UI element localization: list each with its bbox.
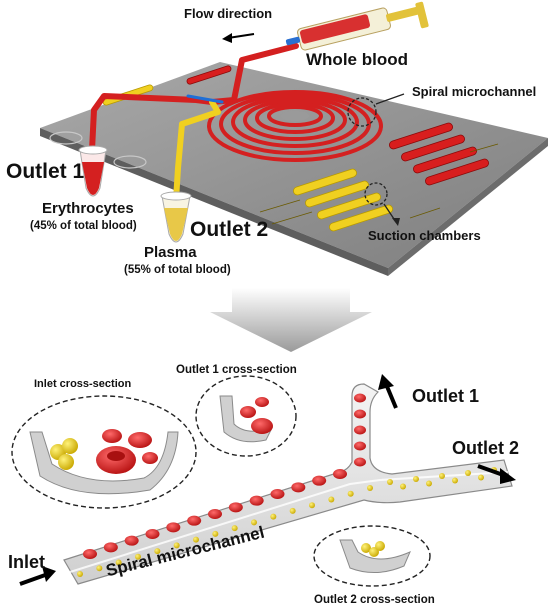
plasma-particle bbox=[77, 571, 83, 577]
outlet2-bottom-label: Outlet 2 bbox=[452, 438, 520, 458]
erythrocyte-cell bbox=[270, 489, 285, 499]
plasma-particle bbox=[270, 513, 277, 520]
plasma-particle bbox=[328, 496, 335, 503]
plasma-label: Plasma bbox=[144, 244, 197, 261]
erythrocyte-cell bbox=[249, 495, 264, 506]
transition-arrow bbox=[70, 274, 510, 352]
plasma-particle bbox=[96, 565, 103, 572]
whole-blood-label: Whole blood bbox=[306, 50, 408, 69]
plasma-particle bbox=[400, 483, 406, 490]
erythrocyte-cell bbox=[354, 441, 366, 451]
plasma-particle bbox=[367, 485, 373, 491]
erythrocyte-cell bbox=[83, 549, 97, 559]
outlet1-top-label: Outlet 1 bbox=[6, 160, 85, 183]
inlet-cross-section-view bbox=[11, 395, 197, 509]
erythrocyte-cell bbox=[354, 409, 366, 419]
syringe-icon bbox=[285, 1, 429, 51]
erythrocyte-cell bbox=[187, 515, 202, 526]
spiral-callout bbox=[347, 93, 405, 127]
plasma-particle bbox=[212, 530, 219, 537]
erythrocyte-cell bbox=[354, 425, 366, 435]
plasma-particle bbox=[135, 553, 141, 560]
outlet2-arrow-icon bbox=[477, 464, 516, 484]
erythrocyte-cell bbox=[166, 522, 181, 533]
plasma-particle bbox=[439, 473, 445, 479]
plasma-particle bbox=[347, 490, 354, 497]
spiral-microchannel-top-label: Spiral microchannel bbox=[412, 84, 537, 99]
erythrocyte-cell bbox=[208, 509, 222, 519]
suction-callout bbox=[364, 182, 400, 226]
erythrocytes-label: Erythrocytes bbox=[42, 200, 134, 217]
outlet1-cross-section-label: Outlet 1 cross-section bbox=[176, 364, 297, 376]
outlet1-arrow-icon bbox=[378, 374, 398, 409]
plasma-particle bbox=[452, 477, 458, 484]
plasma-particle bbox=[193, 536, 199, 543]
plasma-particle bbox=[231, 525, 238, 532]
flow-direction-label: Flow direction bbox=[184, 6, 273, 21]
suction-chambers-label: Suction chambers bbox=[368, 228, 481, 243]
plasma-particle bbox=[413, 476, 419, 482]
plasma-particle bbox=[251, 519, 257, 526]
erythrocyte-cell bbox=[312, 475, 327, 486]
plasma-particle bbox=[387, 479, 393, 485]
erythrocyte-cell bbox=[145, 529, 160, 539]
outlet2-top-label: Outlet 2 bbox=[190, 218, 269, 241]
flow-direction-arrow-icon bbox=[222, 33, 255, 43]
spiral-center bbox=[281, 111, 309, 121]
suction-chambers-red bbox=[186, 65, 489, 186]
inlet-label: Inlet bbox=[8, 552, 46, 572]
tube-holders bbox=[49, 131, 147, 169]
tubing bbox=[89, 43, 299, 203]
plasma-particle bbox=[173, 542, 180, 549]
outlet1-cross-section-view bbox=[195, 375, 297, 457]
erythrocytes bbox=[83, 393, 366, 559]
plasma-percent-label: (55% of total blood) bbox=[124, 264, 231, 276]
erythrocyte-cell bbox=[291, 482, 306, 493]
plasma-particle bbox=[309, 502, 315, 509]
erythrocyte-cell bbox=[228, 502, 243, 513]
outlet2-cross-section-label: Outlet 2 cross-section bbox=[314, 594, 435, 606]
spiral-microchannel-coil bbox=[207, 90, 383, 162]
plasma-particle bbox=[478, 474, 484, 481]
microfluidic-chip bbox=[40, 62, 548, 276]
plasma-particle bbox=[465, 470, 471, 476]
erythrocyte-cell bbox=[354, 393, 366, 403]
inlet-cross-section-label: Inlet cross-section bbox=[34, 378, 132, 390]
plasma-particle bbox=[115, 559, 122, 566]
outlet2-tube-icon bbox=[160, 191, 192, 243]
erythrocyte-cell bbox=[354, 457, 366, 467]
erythrocyte-cell bbox=[103, 542, 118, 553]
outlet2-cross-section-view bbox=[313, 525, 431, 587]
plasma-particles bbox=[77, 467, 497, 577]
erythrocyte-cell bbox=[333, 469, 347, 479]
plasma-particle bbox=[154, 548, 161, 555]
chamber-feed-lines bbox=[259, 143, 499, 225]
outlet1-bottom-label: Outlet 1 bbox=[412, 386, 480, 406]
inlet-arrow-icon bbox=[19, 566, 56, 586]
outlet1-tube-icon bbox=[78, 145, 108, 197]
erythrocyte-cell bbox=[124, 535, 139, 546]
plasma-particle bbox=[289, 507, 296, 514]
erythrocytes-percent-label: (45% of total blood) bbox=[30, 220, 137, 232]
plasma-particle bbox=[426, 480, 432, 487]
